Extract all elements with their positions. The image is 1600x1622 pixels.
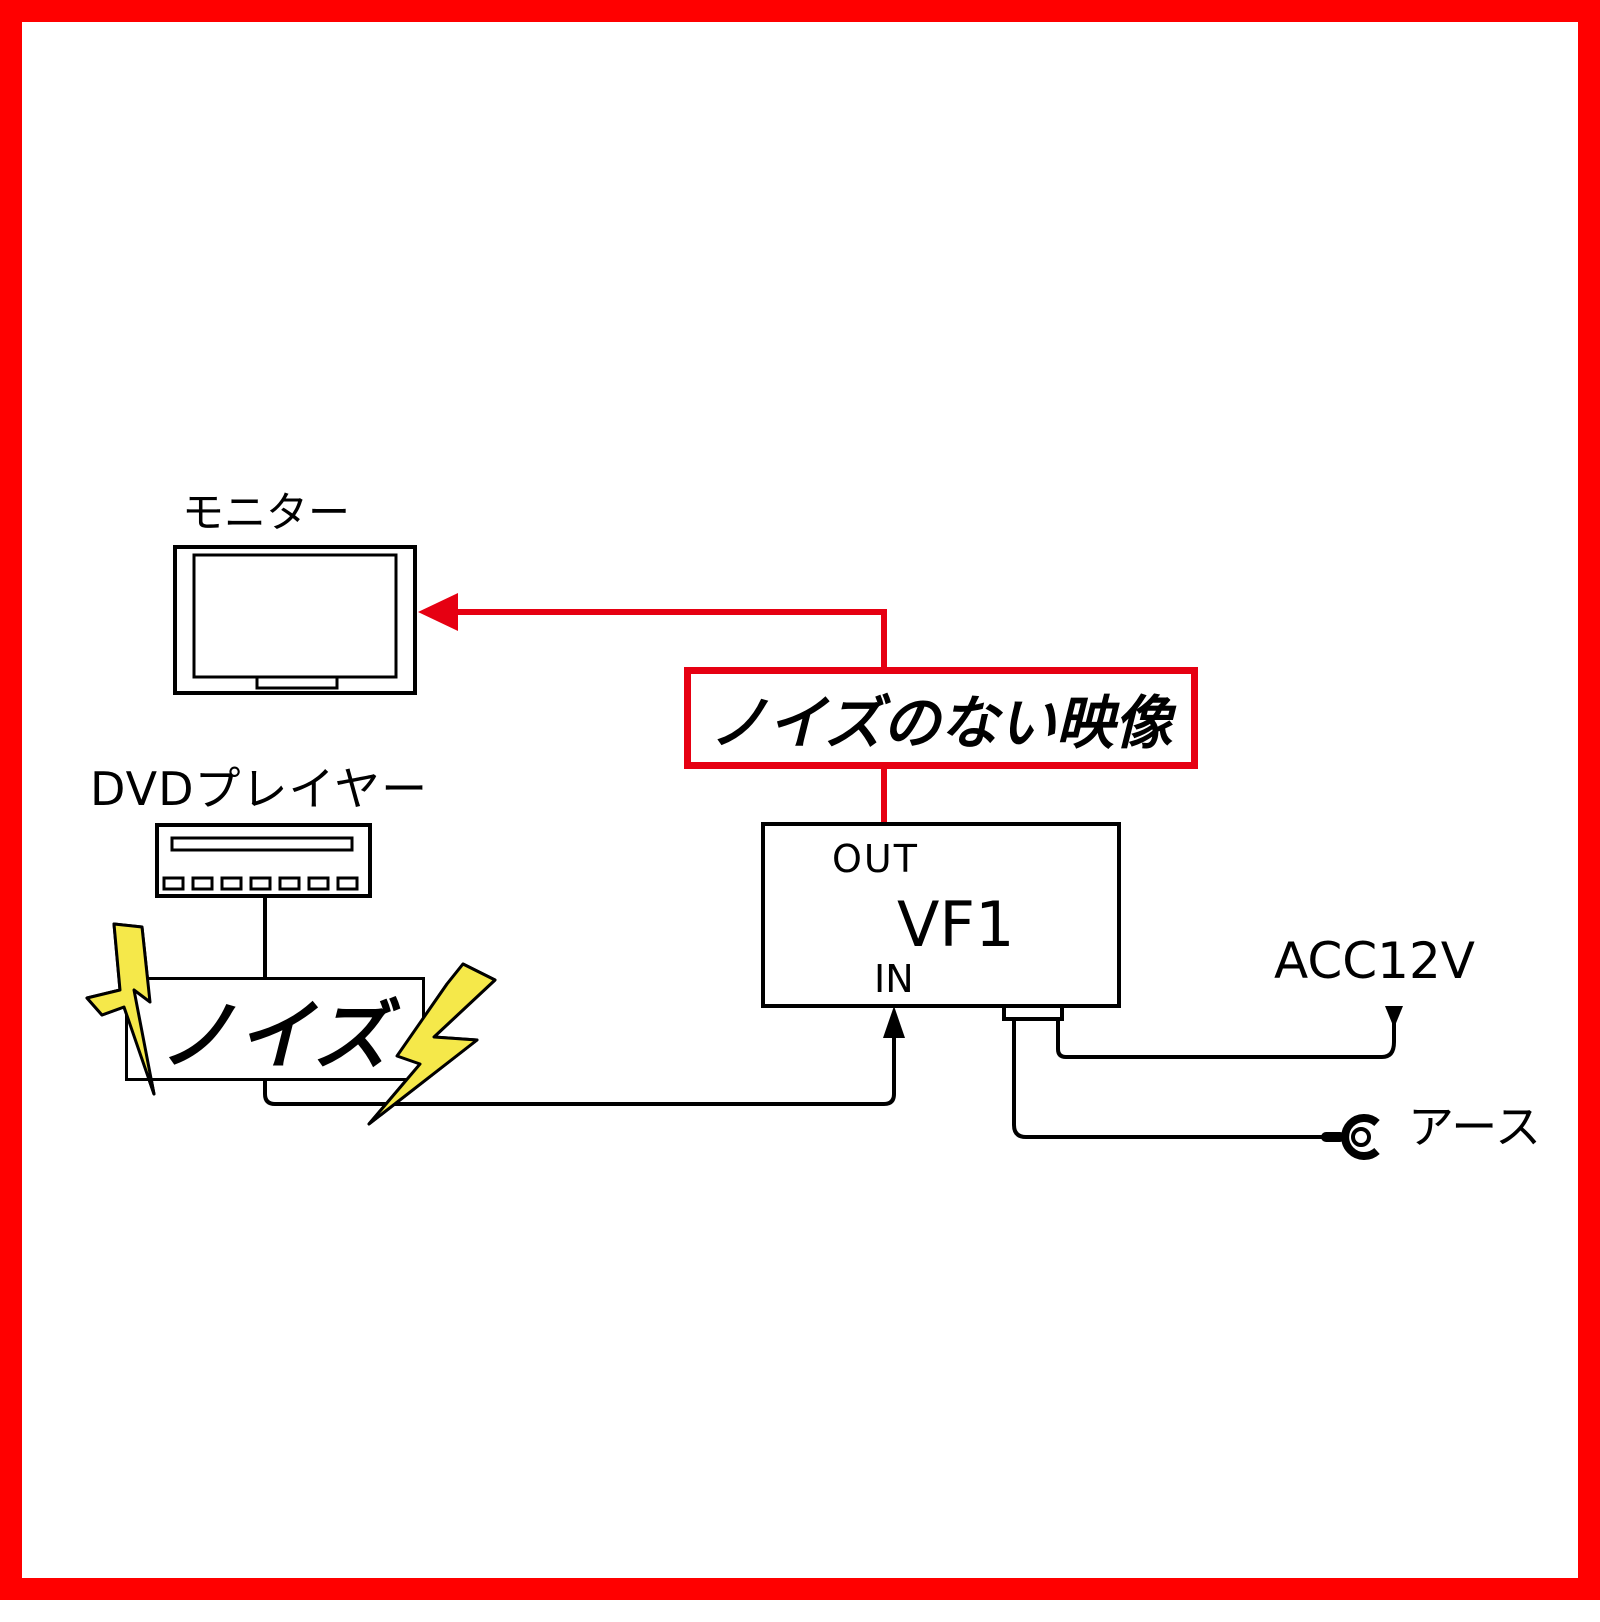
out-port-label: OUT — [832, 837, 919, 881]
acc-arrowhead — [1385, 1006, 1403, 1028]
acc-line — [1056, 1012, 1396, 1059]
monitor-icon — [173, 545, 417, 695]
acc-label: ACC12V — [1274, 932, 1475, 990]
clean-video-callout: ノイズのない映像 — [684, 667, 1198, 769]
monitor-arrowhead — [418, 593, 458, 631]
vf1-box — [761, 822, 1121, 1008]
dvd-player-label: DVDプレイヤー — [90, 762, 429, 816]
in-arrowhead — [883, 1006, 905, 1038]
in-port-label: IN — [874, 957, 914, 1001]
noisy-signal-line — [263, 1037, 896, 1106]
power-connector — [1002, 1004, 1064, 1021]
monitor-label: モニター — [182, 488, 351, 537]
diagram-lines — [85, 545, 1403, 1160]
dvd-player-icon — [155, 823, 372, 898]
callout-label: ノイズのない映像 — [709, 689, 1173, 757]
earth-line — [1012, 1019, 1328, 1139]
earth-label: アース — [1408, 1100, 1541, 1154]
noise-box: ノイズ — [125, 977, 425, 1081]
device-label: VF1 — [897, 888, 1015, 961]
noise-label: ノイズ — [159, 991, 391, 1080]
earth-terminal-icon — [1321, 1114, 1380, 1160]
